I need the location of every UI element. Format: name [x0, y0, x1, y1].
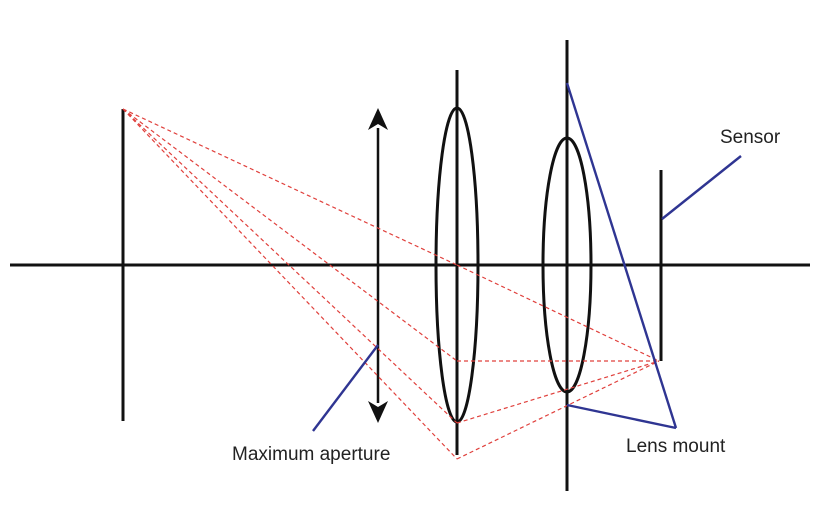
ray [122, 108, 458, 362]
sensor-leader [661, 155, 742, 220]
light-rays [122, 108, 660, 460]
aperture-arrow-top-head [368, 108, 388, 130]
ray [122, 108, 458, 460]
sensor-label: Sensor [720, 127, 781, 148]
ray [456, 360, 660, 460]
ray [122, 108, 458, 266]
lens-mount-label: Lens mount [626, 436, 726, 457]
lens-mount-leader [566, 403, 677, 430]
lens-2 [541, 136, 593, 394]
aperture-label: Maximum aperture [232, 444, 390, 465]
aperture-arrow-bottom-head [368, 401, 388, 423]
lens-1 [434, 106, 480, 424]
lens-mount-leader [565, 82, 678, 429]
ray [456, 360, 660, 424]
aperture-leader [312, 344, 379, 432]
ray [456, 264, 660, 362]
